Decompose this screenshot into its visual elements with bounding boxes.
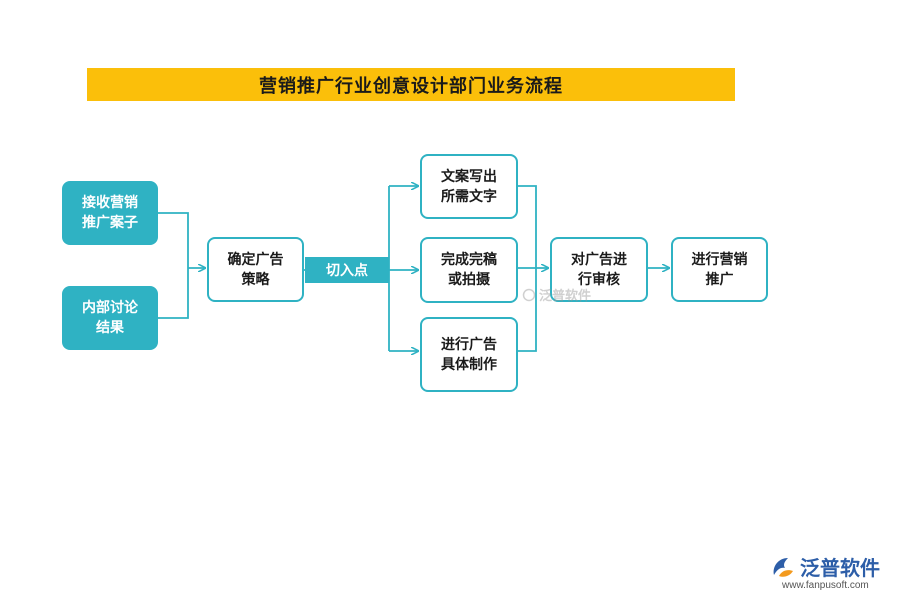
node-finish-draft: 完成完稿 或拍摄 <box>420 237 518 303</box>
node-receive-case: 接收营销 推广案子 <box>62 181 158 245</box>
watermark-text: 泛普软件 <box>539 289 592 304</box>
brand-url: www.fanpusoft.com <box>782 580 869 591</box>
watermark-logo-icon <box>522 288 536 301</box>
node-ad-review: 对广告进 行审核 <box>550 237 648 302</box>
node-ad-production: 进行广告 具体制作 <box>420 317 518 392</box>
brand-name: 泛普软件 <box>800 556 880 580</box>
page-title: 营销推广行业创意设计部门业务流程 <box>87 68 735 101</box>
merge-bracket-left <box>158 212 189 319</box>
node-ad-strategy: 确定广告 策略 <box>207 237 304 302</box>
brand-logo: 泛普软件 <box>770 552 880 581</box>
node-internal-discussion: 内部讨论 结果 <box>62 286 158 350</box>
node-promotion: 进行营销 推广 <box>671 237 768 302</box>
fanpu-logo-icon <box>773 557 793 577</box>
watermark-center: 泛普软件 <box>522 285 591 304</box>
connector-label: 切入点 <box>305 257 389 283</box>
node-copywriting: 文案写出 所需文字 <box>420 154 518 219</box>
